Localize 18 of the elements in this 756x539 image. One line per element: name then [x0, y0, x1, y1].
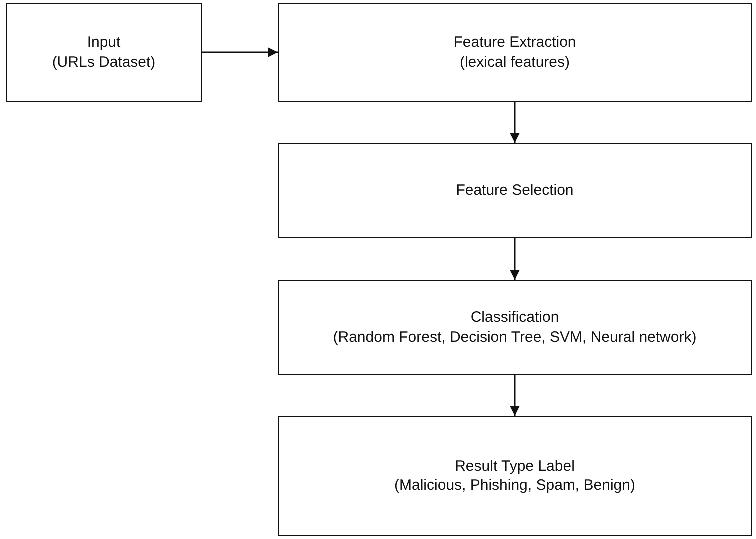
process-box [278, 416, 752, 536]
box-title: Feature Selection [456, 180, 574, 200]
box-subtitle: (Malicious, Phishing, Spam, Benign) [394, 476, 636, 496]
arrow [510, 102, 520, 143]
arrow [510, 238, 520, 280]
arrow [510, 375, 520, 416]
box-title: Feature Extraction [454, 33, 576, 52]
box-subtitle: (Random Forest, Decision Tree, SVM, Neural network) [333, 328, 697, 347]
process-box [278, 3, 752, 102]
box-title: Input [87, 33, 121, 52]
arrow [202, 48, 278, 58]
box-title: Result Type Label [455, 456, 575, 476]
process-box [278, 280, 752, 375]
process-box [278, 143, 752, 238]
box-title: Classification [470, 308, 560, 328]
process-box [6, 3, 202, 102]
box-subtitle: (URLs Dataset) [52, 52, 156, 72]
box-subtitle: (lexical features) [460, 52, 570, 72]
